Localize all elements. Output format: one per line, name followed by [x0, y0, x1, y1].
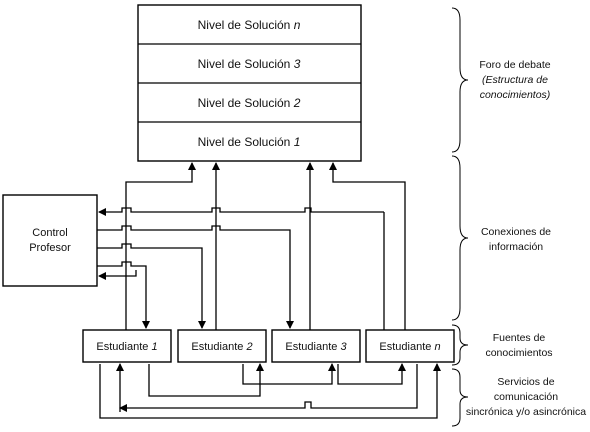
- servicios-label-line3: sincrónica y/o asincrónica: [466, 406, 586, 418]
- student-to-forum-arrows: [125, 162, 406, 330]
- solution-level-2: Nivel de Solución 2: [198, 96, 301, 110]
- communication-bus: [99, 363, 441, 419]
- control-line: [97, 243, 206, 329]
- right-braces: [451, 7, 469, 427]
- bus-line: [242, 363, 336, 385]
- fuentes-label-line1: Fuentes de: [493, 332, 546, 344]
- students-row: Estudiante 1 Estudiante 2 Estudiante 3 E…: [82, 329, 455, 363]
- control-label-line1: Control: [32, 227, 67, 239]
- control-line: [97, 261, 150, 329]
- solution-levels-stack: Nivel de Solución n Nivel de Solución 3 …: [137, 4, 362, 162]
- bus-line: [119, 364, 418, 412]
- student-label-1: Estudiante 1: [96, 341, 157, 353]
- control-connections: [97, 207, 385, 330]
- bus-line: [99, 363, 441, 419]
- student-label-n: Estudiante n: [379, 341, 440, 353]
- control-line: [98, 270, 137, 280]
- bus-line: [337, 363, 406, 385]
- solution-level-n: Nivel de Solución n: [198, 18, 301, 32]
- student-box-2: [177, 329, 267, 363]
- control-line: [98, 207, 384, 216]
- student-box-1: [82, 329, 172, 363]
- brace-foro: [451, 7, 469, 153]
- servicios-label-line1: Servicios de: [497, 376, 554, 388]
- control-label-line2: Profesor: [29, 242, 71, 254]
- foro-label-line2: (Estructura de: [482, 74, 548, 86]
- brace-servicios: [451, 368, 469, 427]
- servicios-label-line2: comunicación: [494, 391, 558, 403]
- control-profesor-box: Control Profesor: [2, 194, 98, 287]
- fuentes-label-line2: conocimientos: [485, 347, 552, 359]
- brace-fuentes: [451, 324, 469, 366]
- conexiones-label-line2: información: [489, 241, 543, 253]
- solution-level-1: Nivel de Solución 1: [198, 135, 301, 149]
- bus-line: [148, 363, 264, 397]
- control-box-frame: [2, 194, 98, 287]
- brace-conexiones: [451, 155, 469, 321]
- control-line: [97, 225, 294, 329]
- foro-label-line1: Foro de debate: [479, 59, 550, 71]
- upward-connector: [125, 162, 196, 330]
- solution-level-3: Nivel de Solución 3: [198, 57, 301, 71]
- conexiones-label-line1: Conexiones de: [481, 226, 551, 238]
- student-label-2: Estudiante 2: [191, 341, 252, 353]
- student-box-3: [271, 329, 361, 363]
- student-label-3: Estudiante 3: [285, 341, 347, 353]
- upward-connector: [329, 162, 406, 330]
- student-box-n: [365, 329, 455, 363]
- side-labels: Foro de debate (Estructura de conocimien…: [466, 59, 586, 418]
- foro-label-line3: conocimientos): [480, 89, 551, 101]
